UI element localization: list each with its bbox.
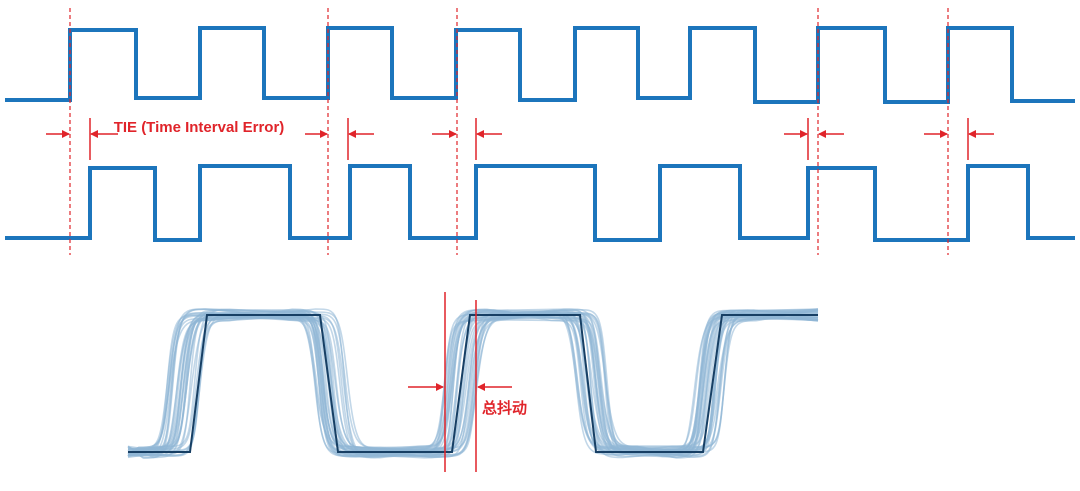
total-jitter-label: 总抖动 — [482, 399, 527, 417]
eye-trace — [127, 315, 819, 459]
jittered-clock-waveform — [5, 164, 1075, 242]
eye-trace — [127, 311, 819, 457]
jitter-edge-markers — [89, 118, 969, 160]
reference-clock-waveform — [5, 26, 1075, 104]
eye-center-waveform — [128, 314, 818, 453]
eye-trace — [127, 308, 819, 458]
total-jitter-markers — [408, 292, 512, 472]
eye-trace-bundle — [127, 308, 819, 459]
reference-edge-lines — [69, 8, 949, 255]
tie-label: TIE (Time Interval Error) — [114, 119, 285, 136]
